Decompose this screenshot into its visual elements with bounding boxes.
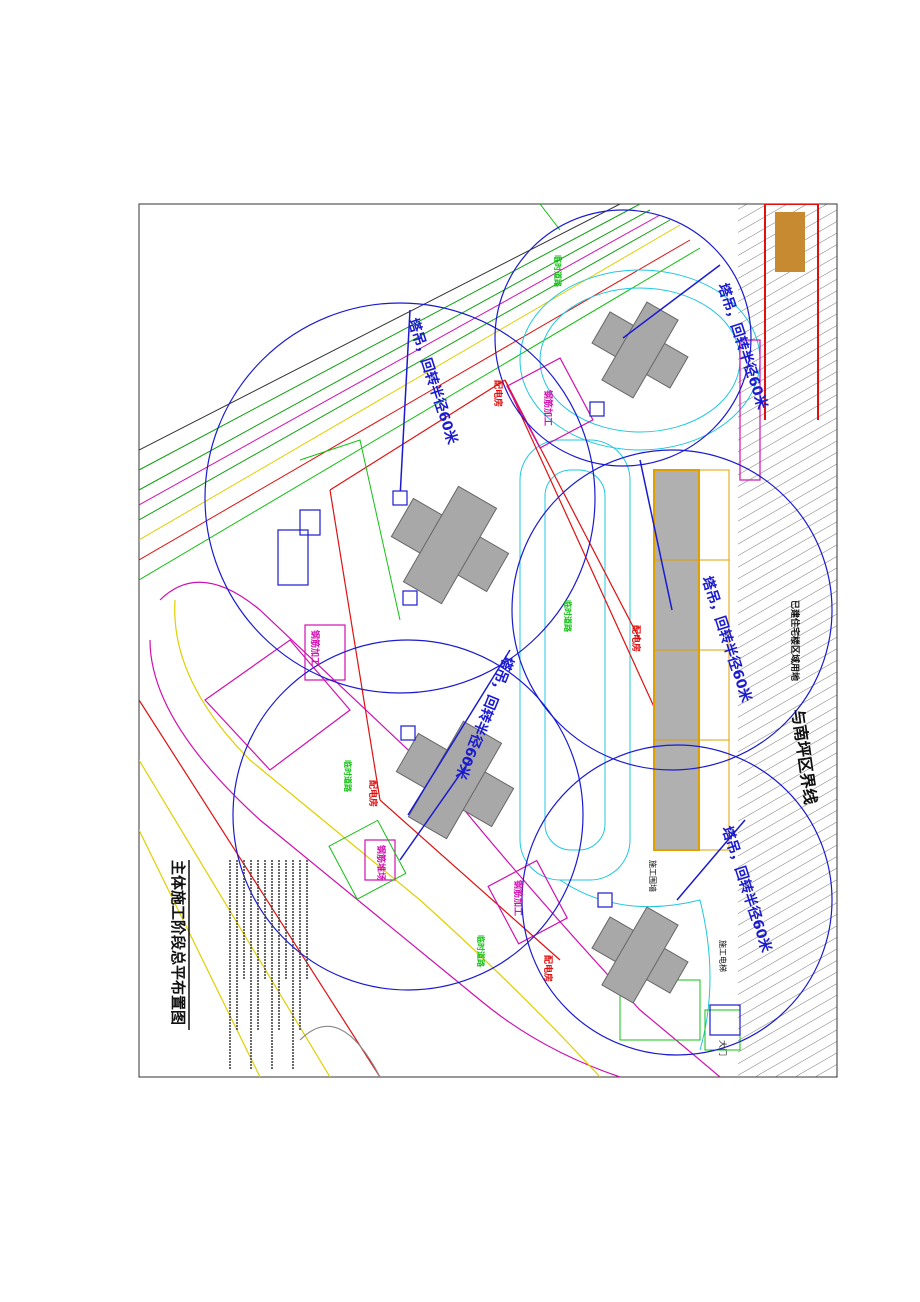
crane-radii xyxy=(204,209,833,1056)
drawing-title: 主体施工阶段总平布置图 xyxy=(169,860,187,1025)
gate-structures xyxy=(277,509,741,1036)
hatch-zone xyxy=(738,204,837,1077)
elevator-label: 施工电梯 xyxy=(718,940,728,972)
road-label-2: 临时道路 xyxy=(563,600,573,633)
long-building xyxy=(653,469,730,851)
power-label-4: 配电房 xyxy=(542,955,554,982)
fence-label: 施工围墙 xyxy=(648,860,658,892)
road-label-3: 临时道路 xyxy=(476,935,486,968)
work-areas xyxy=(204,339,761,945)
power-label-1: 配电房 xyxy=(492,380,504,407)
work-label-2: 钢筋加工 xyxy=(512,880,524,916)
buildings xyxy=(390,301,689,1004)
drawing-content xyxy=(139,204,837,1077)
site-boundary xyxy=(139,581,721,1077)
road-lines xyxy=(139,204,701,581)
gate-label: 大门 xyxy=(718,1040,728,1056)
crane-markers xyxy=(392,401,613,908)
work-label-4: 钢筋堆场 xyxy=(375,845,387,881)
adjacent-area-label: 已建住宅楼区域用地 xyxy=(789,600,801,681)
stair-rails xyxy=(764,204,819,420)
work-label-3: 钢筋加工 xyxy=(309,630,321,666)
material-stack xyxy=(775,212,805,272)
road-label-4: 临时道路 xyxy=(343,760,353,793)
road-label-1: 临时道路 xyxy=(553,255,563,288)
crane-arms xyxy=(399,264,746,901)
power-label-2: 配电房 xyxy=(630,625,642,652)
notes-block xyxy=(229,860,308,1070)
power-label-3: 配电房 xyxy=(367,780,379,807)
drawing-frame xyxy=(138,203,838,1078)
work-label-1: 钢筋加工 xyxy=(542,390,554,426)
